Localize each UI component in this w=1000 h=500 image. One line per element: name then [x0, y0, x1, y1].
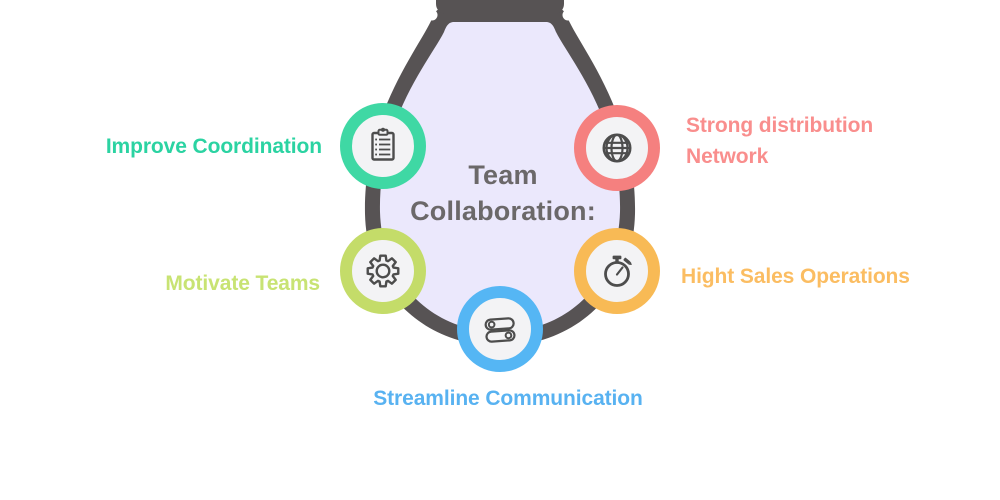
label-hight-sales-operations: Hight Sales Operations	[681, 265, 910, 288]
page-title: Team Collaboration:	[410, 157, 596, 229]
clipboard-icon	[371, 127, 395, 161]
node-strong-distribution-network	[574, 105, 660, 191]
node-hight-sales-operations	[574, 228, 660, 314]
bulb-cap-notch-right	[562, 9, 574, 21]
node-improve-coordination	[340, 103, 426, 189]
bulb-glass	[379, 22, 621, 332]
label-streamline-communication: Streamline Communication	[373, 387, 643, 410]
title-line-1: Team	[468, 160, 538, 190]
label-improve-coordination: Improve Coordination	[105, 135, 322, 158]
label-motivate-teams: Motivate Teams	[165, 272, 320, 295]
node-streamline-communication	[457, 286, 543, 372]
bulb-cap-notch-left	[426, 9, 438, 21]
title-line-2: Collaboration:	[410, 196, 596, 226]
stopwatch-icon	[604, 255, 632, 287]
toggle-switches-icon	[484, 317, 516, 343]
globe-icon	[602, 133, 632, 163]
label-strong-distribution-network: Strong distribution Network	[686, 114, 874, 168]
gear-icon	[366, 254, 400, 288]
node-motivate-teams	[340, 228, 426, 314]
bulb-cap	[436, 0, 564, 14]
